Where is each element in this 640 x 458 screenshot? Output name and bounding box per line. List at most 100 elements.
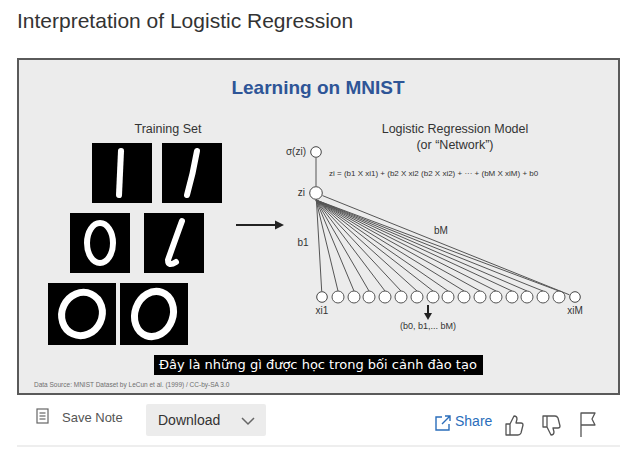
input-neuron (458, 291, 470, 303)
note-icon-line (40, 412, 46, 413)
input-neuron (442, 291, 454, 303)
neuron-outline (317, 292, 328, 303)
weight-line (316, 200, 401, 291)
toolbar-label: Save Note (62, 410, 123, 426)
section-subheading: (or “Network”) (416, 138, 493, 153)
input-neuron (348, 291, 360, 303)
note-icon-line (40, 418, 46, 419)
digit-image (162, 143, 222, 203)
arrow-shaft (236, 224, 276, 226)
thumbs-up-shape (506, 416, 523, 435)
neuron-label: σ(zi) (286, 146, 306, 158)
equation: zi = (b1 X xi1) + (b2 X xi2 (b2 X xi2) +… (329, 169, 538, 179)
digit-stroke (168, 221, 182, 264)
chevron-line (242, 418, 254, 424)
neuron-outline (311, 147, 322, 158)
arrow-head (424, 313, 432, 320)
digit-stroke (187, 151, 197, 195)
digit-stroke (128, 286, 179, 342)
source-note: Data Source: MNIST Dataset by LeCun et a… (34, 381, 229, 389)
digit-image (120, 283, 188, 345)
connector-line (323, 196, 570, 295)
input-neuron (521, 291, 533, 303)
input-neuron (490, 291, 502, 303)
neuron-circle (316, 291, 328, 303)
note-icon-line (40, 415, 46, 416)
subtitle-box: Đây là những gì được học trong bối cảnh … (154, 355, 483, 375)
thumbs-down-shape (543, 416, 560, 435)
flow-arrow (236, 221, 284, 230)
thumbs-down-icon (543, 416, 560, 435)
share-icon-arrow (442, 416, 450, 424)
arrow-head (275, 221, 284, 230)
weight-line (316, 200, 512, 291)
thumbs-up-icon (506, 416, 523, 435)
flag-shape (581, 413, 595, 437)
video-frame (17, 58, 620, 395)
parameter-list: (b0, b1,... bM) (400, 321, 456, 332)
save-note-icon (37, 409, 48, 423)
section-heading: Training Set (135, 122, 202, 137)
digit-stroke (87, 223, 113, 263)
neuron-outline (570, 292, 581, 303)
digit-stroke (55, 286, 110, 343)
weight-line (316, 200, 527, 291)
section-heading: Logistic Regression Model (382, 122, 529, 137)
neuron-circle (569, 291, 581, 303)
input-neuron (537, 291, 549, 303)
down-arrow (424, 305, 432, 320)
weight-line (316, 200, 480, 291)
share-icon (436, 416, 450, 430)
share-icon-box (436, 417, 449, 430)
neuron-circle (309, 186, 323, 200)
sum-neuron: zi (309, 186, 323, 200)
neuron-label: xiM (567, 305, 583, 317)
input-neuron (474, 291, 486, 303)
digit-image (70, 213, 130, 273)
weight-line (316, 200, 559, 291)
neuron-label: xi1 (316, 305, 329, 317)
weight-line (316, 200, 543, 291)
slide-title: Learning on MNIST (231, 77, 404, 100)
button-label: Download (158, 412, 220, 428)
weight-line (316, 200, 433, 291)
input-neuron (379, 291, 391, 303)
digit-image (48, 283, 116, 345)
neuron-circle (310, 146, 322, 158)
input-neuron (332, 291, 344, 303)
share-link: Share (455, 413, 492, 430)
weight-label: bM (434, 225, 448, 237)
weight-label: b1 (297, 237, 308, 249)
digit-image (92, 143, 152, 203)
input-neuron (411, 291, 423, 303)
slide-background (19, 60, 618, 393)
weight-line (316, 200, 496, 291)
input-neuron (395, 291, 407, 303)
neuron-label: zi (298, 187, 305, 199)
page-title: Interpretation of Logistic Regression (17, 8, 353, 33)
weight-line (316, 200, 464, 291)
neuron-outline (310, 187, 323, 200)
input-neuron: xiM (569, 291, 581, 303)
connector-line (316, 158, 317, 186)
connector-line (316, 200, 321, 291)
digit-image (144, 213, 204, 273)
digit-images (48, 143, 222, 345)
input-neuron (427, 291, 439, 303)
arrow-shaft (427, 305, 429, 314)
input-neurons (332, 291, 565, 303)
divider-line (17, 446, 620, 447)
dropdown-button: Download (146, 404, 266, 436)
subtitle-text: Đây là những gì được học trong bối cảnh … (159, 357, 478, 373)
digit-stroke (119, 151, 121, 195)
input-neuron (363, 291, 375, 303)
input-neuron: xi1 (316, 291, 328, 303)
note-icon-frame (37, 409, 48, 423)
output-neuron: σ(zi) (310, 146, 322, 158)
dropdown-chevron (240, 416, 256, 426)
flag-icon (581, 413, 595, 437)
weight-lines (316, 200, 559, 291)
